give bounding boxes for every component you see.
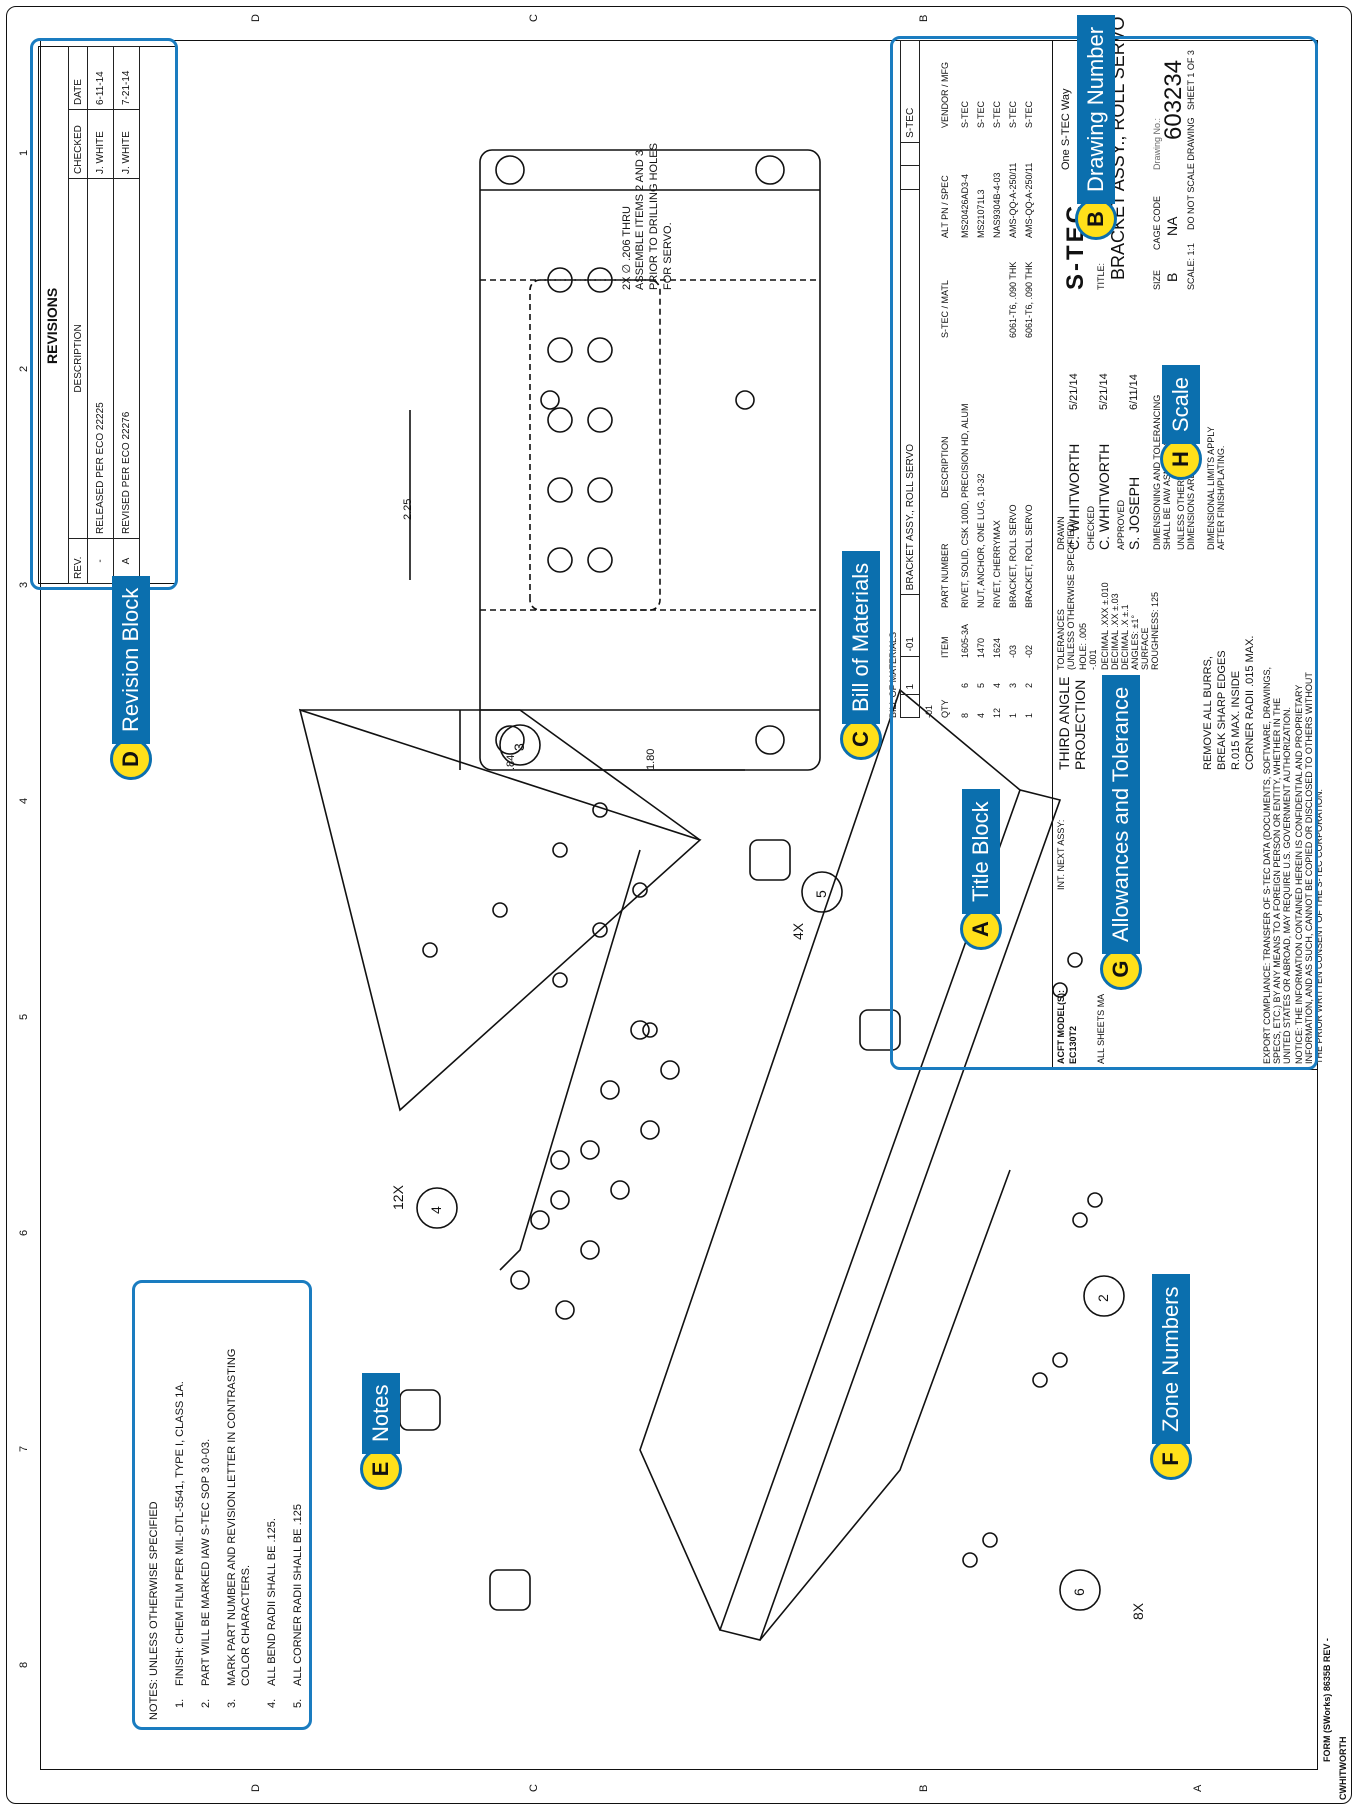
callout-label-drawing-number: Drawing Number (1077, 14, 1115, 204)
quantity-8x: 8X (1130, 1602, 1146, 1620)
callout-label-bom: Bill of Materials (842, 550, 880, 724)
anchor-nuts-item-5 (399, 839, 901, 1611)
callout-badge-c: C (840, 718, 882, 760)
bracket-item-3-plate (298, 708, 702, 1112)
callout-label-zone-numbers: Zone Numbers (1152, 1274, 1190, 1444)
callout-label-scale: Scale (1162, 364, 1200, 444)
balloon-label-4: 4 (428, 1206, 444, 1214)
balloons (416, 724, 1125, 1611)
bracket-item-2-flange (718, 789, 1062, 1641)
dimension-lines (409, 410, 745, 771)
hole-note-line-2: ASSEMBLE ITEMS 2 AND 3 (634, 150, 646, 290)
isometric-assembly-view (298, 149, 1125, 1641)
balloon-label-2: 2 (1095, 1294, 1111, 1302)
callout-label-revision-block: Revision Block (112, 575, 150, 744)
rivets-item-6 (962, 952, 1103, 1568)
callout-badge-f: F (1150, 1438, 1192, 1480)
flat-pattern-view (479, 149, 821, 771)
bracket-item-2-web (639, 688, 1021, 1631)
hole-note-line-4: FOR SERVO. (662, 222, 674, 290)
hole-note-line-3: PRIOR TO DRILLING HOLES (648, 143, 660, 290)
dimension-1-80: 1.80 (645, 748, 657, 770)
callout-badge-a: A (960, 908, 1002, 950)
quantity-12x: 12X (390, 1185, 406, 1210)
callout-badge-g: G (1100, 948, 1142, 990)
balloon-label-5: 5 (813, 890, 829, 898)
dimension-2-25: 2.25 (402, 498, 414, 520)
callout-badge-e: E (360, 1448, 402, 1490)
notes-highlight (132, 1280, 312, 1730)
callout-badge-d: D (110, 738, 152, 780)
callout-badge-b: B (1075, 198, 1117, 240)
callout-label-allowances: Allowances and Tolerance (1102, 674, 1140, 954)
balloon-label-6: 6 (1071, 1588, 1087, 1596)
revision-highlight (30, 38, 178, 590)
callout-label-title-block: Title Block (962, 789, 1000, 914)
dimension-0-84: .84 (505, 754, 517, 770)
bracket-item-2-edge (499, 849, 641, 1271)
bracket-item-2-lower (759, 1169, 1011, 1641)
callout-badge-h: H (1160, 438, 1202, 480)
hole-note-line-1: 2X ∅ .206 THRU (621, 206, 633, 290)
rivets-item-4 (510, 1020, 680, 1320)
quantity-4x: 4X (790, 922, 806, 940)
balloon-label-3: 3 (511, 743, 527, 751)
callout-label-notes: Notes (362, 1372, 400, 1454)
